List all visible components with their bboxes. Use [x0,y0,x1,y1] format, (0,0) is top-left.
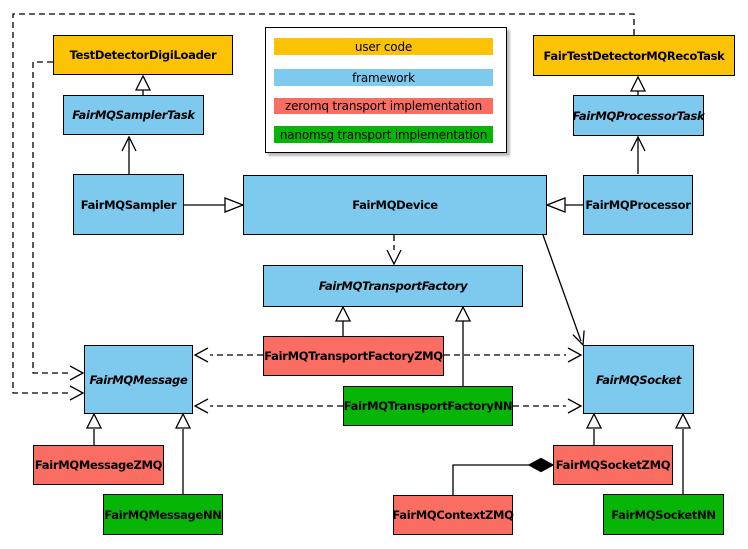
edge-messagenn-message [174,412,192,494]
edge-socketzmq-socket [585,412,603,445]
edge-tfzmq-transportfactory [334,305,352,336]
node-testdetectordigiloader: TestDetectorDigiLoader [53,35,233,75]
legend-label: framework [352,70,415,85]
edge-messagezmq-message [85,412,103,445]
edge-tfnn-message [193,398,343,414]
edge-recotask-message [12,13,635,401]
edge-tfnn-transportfactory [454,305,472,386]
legend-label: nanomsg transport implementation [279,127,488,142]
legend-item-zeromq: zeromq transport implementation [274,98,493,114]
edge-tfzmq-socket [444,347,583,363]
node-fairmqsocketzmq: FairMQSocketZMQ [553,445,673,485]
edge-sampler-device [184,197,245,213]
legend-label: user code [354,39,413,54]
node-fairmqdevice: FairMQDevice [243,175,547,235]
edge-processortask-recotask [629,75,647,95]
node-fairmqsocket: FairMQSocket [583,345,694,414]
legend-label: zeromq transport implementation [285,99,482,113]
edge-digiloader-message [32,61,85,381]
edge-sampler-samplertask [121,135,137,174]
legend-item-framework: framework [274,69,493,86]
edge-socketnn-socket [674,412,692,494]
node-fairmqtransportfactory: FairMQTransportFactory [263,265,523,307]
node-fairmqtransportfactoryzmq: FairMQTransportFactoryZMQ [263,336,444,376]
node-fairmqsampler: FairMQSampler [73,174,184,235]
edge-samplertask-digiloader [134,74,152,95]
node-fairmqprocessortask: FairMQProcessorTask [573,95,705,136]
node-fairtestdetectormqrecotask: FairTestDetectorMQRecoTask [533,35,735,76]
legend: user code framework zeromq transport imp… [265,27,507,153]
node-fairmqmessage: FairMQMessage [84,345,193,414]
node-fairmqsocketnn: FairMQSocketNN [603,494,724,535]
node-fairmqmessagezmq: FairMQMessageZMQ [33,445,164,485]
node-fairmqcontextzmq: FairMQContextZMQ [392,495,514,535]
edge-device-transportfactory [386,235,402,266]
edge-contextzmq-socketzmq [452,457,555,495]
node-fairmqsamplertask: FairMQSamplerTask [63,95,204,135]
edge-processor-device [545,197,583,213]
node-fairmqtransportfactorynn: FairMQTransportFactoryNN [343,386,513,426]
node-fairmqprocessor: FairMQProcessor [583,175,693,235]
edge-device-socket [542,234,585,347]
edge-tfnn-socket [513,398,583,414]
edge-processor-processortask [630,135,646,174]
edge-tfzmq-message [193,347,263,363]
node-fairmqmessagenn: FairMQMessageNN [103,494,223,535]
legend-item-nanomsg: nanomsg transport implementation [274,126,493,143]
legend-item-user-code: user code [274,38,493,55]
